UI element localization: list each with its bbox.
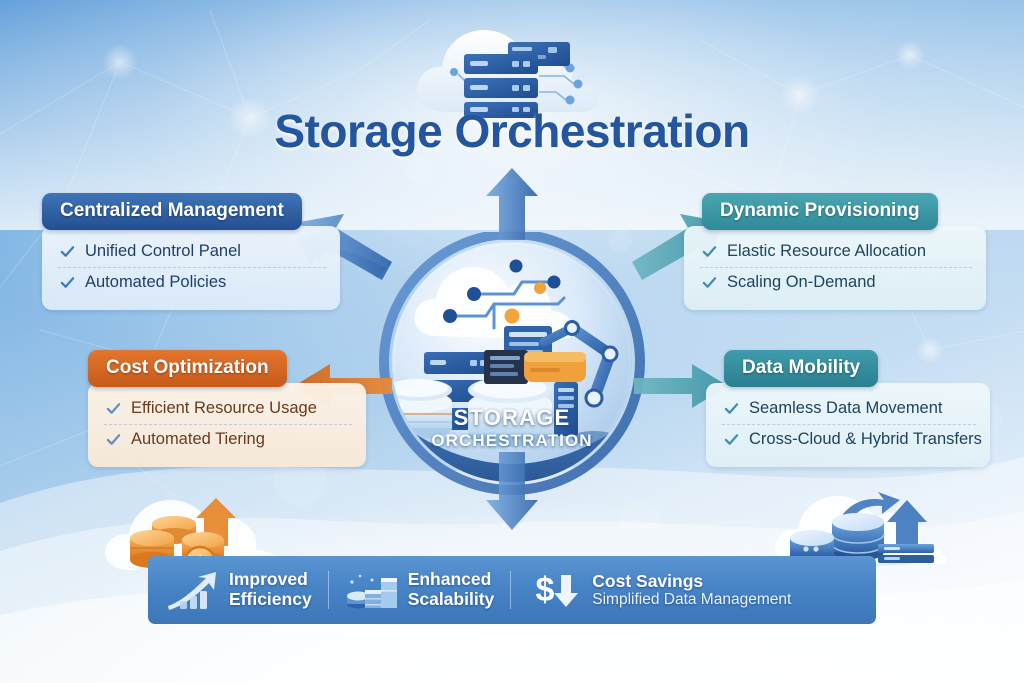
- card-body-cost-optimization: Efficient Resource Usage Automated Tieri…: [88, 383, 366, 467]
- benefit-enhanced-scalability[interactable]: Enhanced Scalability: [329, 556, 511, 624]
- growth-chart-icon: [168, 572, 216, 610]
- dollar-down-arrow-icon: $: [536, 571, 579, 609]
- check-icon: [724, 403, 739, 415]
- list-item[interactable]: Elastic Resource Allocation: [700, 237, 972, 267]
- divider: [510, 571, 512, 609]
- benefit-line1: Improved: [229, 569, 308, 590]
- benefit-line1: Cost Savings: [592, 570, 704, 591]
- list-item-label: Seamless Data Movement: [749, 399, 943, 417]
- page-title: Storage Orchestration: [274, 105, 750, 157]
- benefit-line2: Scalability: [407, 589, 495, 609]
- list-item-label: Automated Tiering: [131, 429, 265, 448]
- card-data-mobility[interactable]: Data Mobility Seamless Data Movement Cro…: [706, 350, 990, 467]
- list-item-label: Elastic Resource Allocation: [727, 242, 927, 260]
- benefit-line2: Simplified Data Management: [592, 591, 792, 609]
- check-icon: [60, 277, 75, 289]
- benefit-cost-savings[interactable]: $ Cost Savings Simplified Data Managemen…: [511, 556, 807, 624]
- list-item-label: Unified Control Panel: [85, 242, 241, 260]
- list-item[interactable]: Automated Policies: [58, 266, 326, 298]
- stacked-storage-icon: [346, 574, 397, 609]
- benefit-text-improved-efficiency: Improved Efficiency: [229, 570, 312, 609]
- card-cost-optimization[interactable]: Cost Optimization Efficient Resource Usa…: [88, 350, 366, 467]
- check-icon: [60, 246, 75, 258]
- check-icon: [106, 403, 121, 415]
- database-upload-icon: [774, 492, 947, 567]
- list-item-label: Cross-Cloud & Hybrid Transfers: [749, 429, 982, 448]
- list-item-label: Scaling On-Demand: [727, 272, 876, 291]
- check-icon: [702, 246, 717, 258]
- svg-text:$: $: [536, 571, 555, 609]
- check-icon: [106, 434, 121, 446]
- coins-growth-icon: $: [105, 498, 283, 579]
- card-header-cost-optimization: Cost Optimization: [88, 350, 287, 387]
- benefits-bar: Improved Efficiency: [148, 556, 876, 624]
- benefit-line1: Enhanced: [407, 569, 492, 590]
- card-header-centralized-management: Centralized Management: [42, 193, 302, 230]
- cloud-servers-icon: [417, 30, 598, 118]
- list-item[interactable]: Efficient Resource Usage: [104, 394, 352, 424]
- list-item[interactable]: Scaling On-Demand: [700, 266, 972, 298]
- list-item[interactable]: Unified Control Panel: [58, 237, 326, 267]
- card-body-dynamic-provisioning: Elastic Resource Allocation Scaling On-D…: [684, 226, 986, 310]
- benefit-line2: Efficiency: [229, 589, 312, 609]
- card-body-centralized-management: Unified Control Panel Automated Policies: [42, 226, 340, 310]
- card-centralized-management[interactable]: Centralized Management Unified Control P…: [42, 193, 340, 310]
- benefit-text-cost-savings: Cost Savings Simplified Data Management: [592, 570, 792, 609]
- list-item[interactable]: Automated Tiering: [104, 423, 352, 455]
- benefit-text-enhanced-scalability: Enhanced Scalability: [408, 570, 495, 609]
- central-hub-graphic: [379, 232, 645, 495]
- check-icon: [724, 434, 739, 446]
- list-item[interactable]: Seamless Data Movement: [722, 394, 976, 424]
- list-item[interactable]: Cross-Cloud & Hybrid Transfers: [722, 423, 982, 455]
- benefit-improved-efficiency[interactable]: Improved Efficiency: [148, 556, 328, 624]
- card-body-data-mobility: Seamless Data Movement Cross-Cloud & Hyb…: [706, 383, 990, 467]
- divider: [327, 571, 329, 609]
- page-title-wrap: Storage Orchestration: [0, 104, 1024, 158]
- list-item-label: Efficient Resource Usage: [131, 399, 317, 417]
- check-icon: [702, 277, 717, 289]
- card-header-dynamic-provisioning: Dynamic Provisioning: [702, 193, 938, 230]
- card-dynamic-provisioning[interactable]: Dynamic Provisioning Elastic Resource Al…: [684, 193, 986, 310]
- list-item-label: Automated Policies: [85, 272, 227, 291]
- card-header-data-mobility: Data Mobility: [724, 350, 879, 387]
